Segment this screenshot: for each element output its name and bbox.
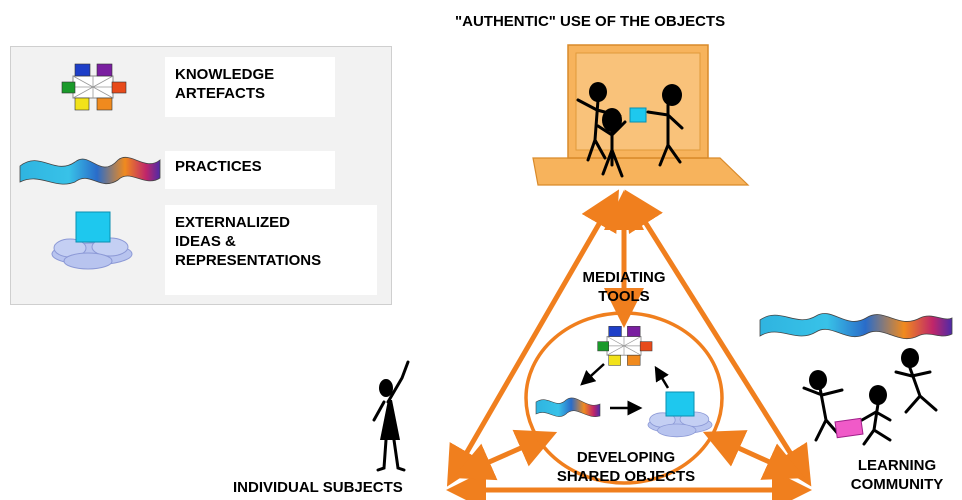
individual-subjects-label: INDIVIDUAL SUBJECTS: [233, 479, 403, 496]
cloud-square-icon: [647, 391, 713, 438]
legend-panel: KNOWLEDGE ARTEFACTS PRACTICES EXTERNALIZ…: [10, 46, 392, 305]
wave-ribbon-icon: [19, 157, 161, 185]
legend-externalized-line1: EXTERNALIZED: [175, 214, 291, 231]
legend-practices-text: PRACTICES: [165, 151, 335, 189]
legend-practices-line1: PRACTICES: [175, 158, 262, 175]
pointing-person-icon: [372, 360, 410, 472]
knowledge-network-icon: [597, 325, 653, 366]
cycle-arrows: [580, 363, 670, 416]
mediating-line2: TOOLS: [598, 288, 650, 305]
mediating-line1: MEDIATING: [582, 269, 666, 286]
people-at-computer-icon: [532, 44, 750, 186]
wave-ribbon-icon: [535, 397, 601, 417]
group-people-icon: [759, 313, 953, 446]
legend-knowledge-text: KNOWLEDGE ARTEFACTS: [165, 57, 335, 117]
developing-line1: DEVELOPING: [576, 449, 676, 466]
learning-community-label: LEARNING COMMUNITY: [850, 456, 944, 494]
center-circle: [524, 311, 724, 485]
arrow-top-left: [446, 189, 620, 487]
community-line1: LEARNING: [857, 457, 937, 474]
arrow-right-to-center: [702, 430, 806, 480]
legend-externalized-line2: IDEAS &: [175, 233, 236, 250]
legend-knowledge-line1: KNOWLEDGE: [175, 66, 275, 83]
legend-knowledge-line2: ARTEFACTS: [175, 85, 265, 102]
knowledge-network-icon: [61, 63, 127, 111]
cloud-square-icon: [51, 211, 133, 270]
top-label: "AUTHENTIC" USE OF THE OBJECTS: [455, 13, 726, 30]
triangle-arrows: [446, 189, 812, 500]
developing-line2: SHARED OBJECTS: [556, 468, 696, 485]
developing-shared-objects-label: DEVELOPING SHARED OBJECTS: [552, 448, 700, 486]
mediating-tools-label: MEDIATING TOOLS: [581, 268, 667, 306]
community-line2: COMMUNITY: [850, 476, 944, 493]
legend-externalized-text: EXTERNALIZED IDEAS & REPRESENTATIONS: [165, 205, 377, 295]
legend-externalized-line3: REPRESENTATIONS: [175, 252, 322, 269]
arrow-left-to-center: [452, 429, 558, 481]
